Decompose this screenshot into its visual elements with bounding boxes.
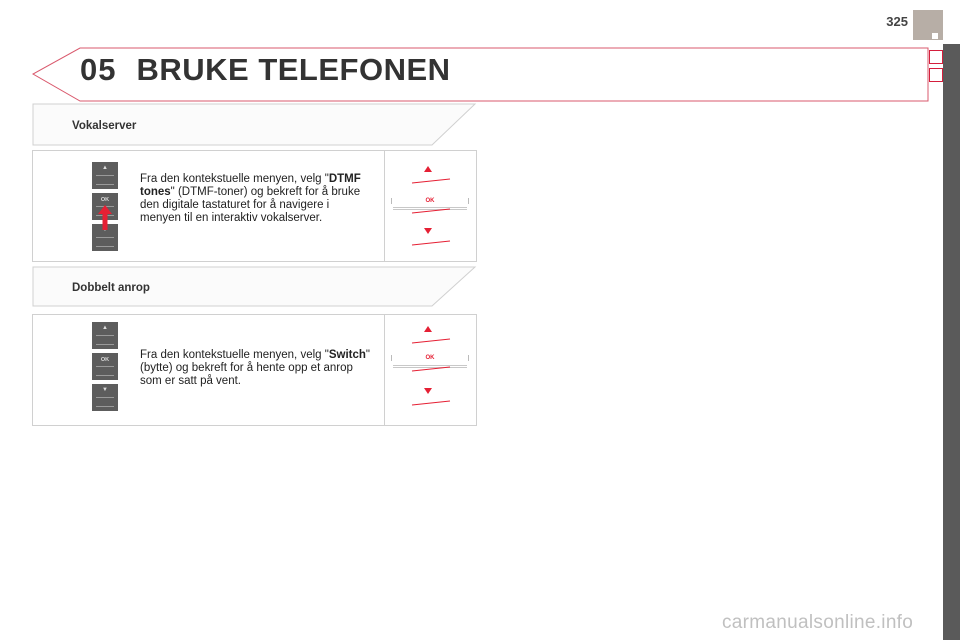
triangle-down-icon: [424, 388, 432, 394]
ok-key-icon: OK: [92, 353, 118, 380]
chapter-heading: 05 BRUKE TELEFONEN: [80, 52, 451, 88]
section-title: Dobbelt anrop: [72, 282, 150, 294]
up-key-icon: ▲: [92, 162, 118, 189]
step-instruction: Fra den kontekstuelle menyen, velg "Swit…: [140, 349, 370, 387]
ok-label: OK: [425, 355, 435, 361]
red-line: [411, 178, 451, 184]
remote-panel: OK: [385, 160, 475, 260]
section-header-frame: [32, 103, 477, 146]
header-frame: [31, 47, 929, 102]
chapter-number: 05: [80, 52, 117, 87]
red-arrow-icon: [98, 205, 112, 230]
menu-option: DTMF tones: [140, 173, 361, 198]
step-instruction: Fra den kontekstuelle menyen, velg "DTMF…: [140, 173, 361, 224]
red-line: [411, 366, 451, 372]
red-line: [411, 240, 451, 246]
ok-label: OK: [425, 198, 435, 204]
up-key-icon: ▲: [92, 322, 118, 349]
side-box-icon: [929, 50, 943, 64]
chapter-title: BRUKE TELEFONEN: [136, 52, 451, 87]
chapter-tab: [913, 10, 943, 40]
triangle-down-icon: [424, 228, 432, 234]
menu-option: Switch: [328, 349, 366, 361]
red-line: [411, 338, 451, 344]
triangle-up-icon: [424, 166, 432, 172]
remote-panel: OK: [385, 320, 475, 420]
section-header-frame: [32, 266, 477, 307]
down-key-icon: ▼: [92, 384, 118, 411]
side-box-icon: [929, 68, 943, 82]
step-divider: [384, 151, 385, 261]
step-divider: [384, 315, 385, 425]
triangle-up-icon: [424, 326, 432, 332]
red-line: [411, 208, 451, 214]
watermark: carmanualsonline.info: [722, 612, 914, 633]
chapter-tab-dot: [932, 33, 938, 39]
right-edge-strip: [943, 44, 960, 640]
section-title: Vokalserver: [72, 120, 137, 132]
red-line: [411, 400, 451, 406]
page-number: 325: [886, 14, 908, 29]
